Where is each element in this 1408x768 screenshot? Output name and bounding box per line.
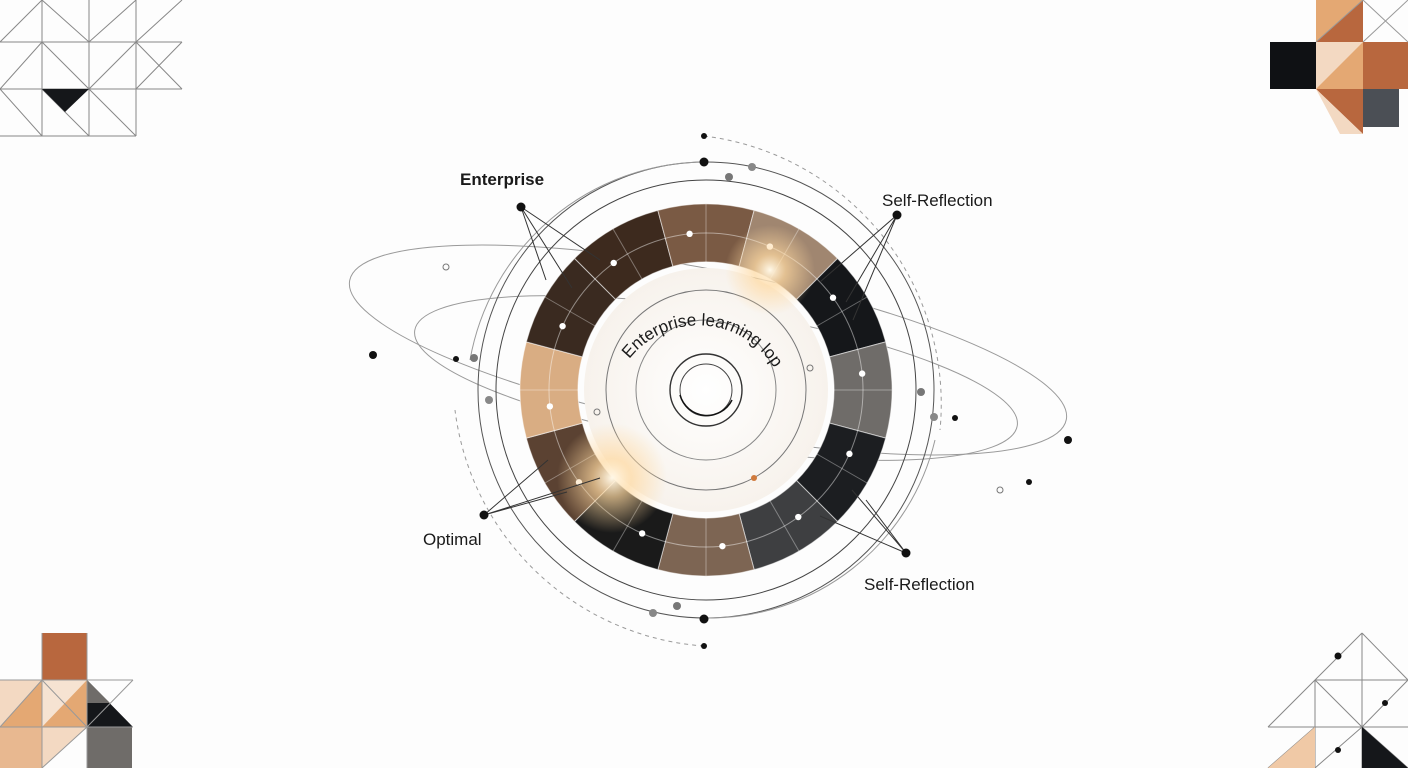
corner-pattern-top-right — [1270, 0, 1408, 134]
ring-divider — [816, 453, 868, 484]
node-dots — [369, 133, 1072, 649]
ring-segment-upper-left-dark — [525, 257, 617, 358]
ring-node-dot — [846, 450, 853, 458]
ring-mid-divider — [548, 232, 864, 548]
label-self-reflection-top: Self-Reflection — [882, 191, 993, 210]
glow-top — [725, 225, 815, 315]
corner-pattern-bottom-left — [0, 633, 134, 768]
ring-divider — [769, 500, 800, 552]
ring-node-dot — [638, 530, 646, 537]
ring-node-dot — [546, 403, 554, 410]
ring-node-dot — [686, 230, 693, 238]
label-self-reflection-bottom: Self-Reflection — [864, 575, 975, 594]
label-enterprise: Enterprise — [460, 170, 544, 189]
corner-pattern-bottom-right — [1267, 632, 1408, 768]
connector-lines — [483, 206, 907, 554]
ring-divider — [816, 296, 868, 327]
label-optimal: Optimal — [423, 530, 482, 549]
ring-divider — [612, 228, 643, 280]
ring-node-dot — [858, 370, 866, 377]
ring-node-dot — [829, 294, 837, 301]
corner-pattern-top-left — [0, 0, 183, 137]
ring-node-dot — [610, 259, 617, 267]
glow-bottom-left — [557, 423, 667, 533]
ring-node-dot — [719, 542, 726, 550]
ring-node-dot — [795, 513, 802, 521]
ring-node-dot — [559, 322, 566, 330]
ring-divider — [544, 296, 596, 327]
